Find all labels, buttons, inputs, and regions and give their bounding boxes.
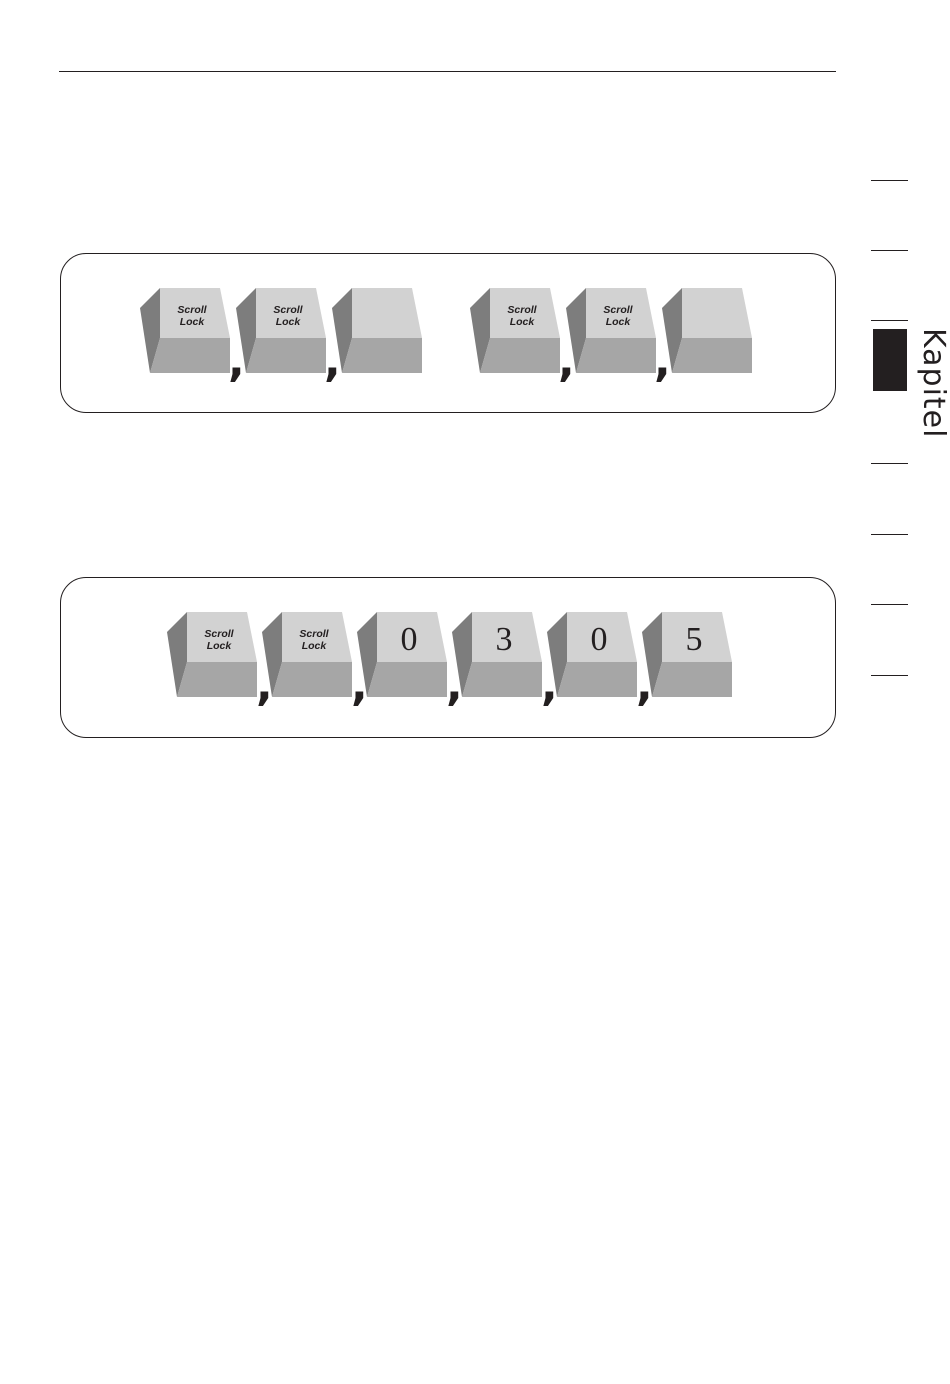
keycap-label-line: Lock: [302, 640, 328, 652]
keycap-digit-3: 3: [452, 612, 542, 697]
keycap-label-line: Scroll: [204, 628, 234, 640]
keycap-label-line: Scroll: [177, 304, 207, 316]
chapter-tab-line: [871, 675, 908, 676]
keycap-digit-0: 0: [357, 612, 447, 697]
keycap-digit: 3: [496, 621, 513, 658]
chapter-tab-line: [871, 250, 908, 251]
chapter-label-text: Kapitel: [916, 328, 950, 438]
keycap-label-line: Scroll: [299, 628, 329, 640]
active-chapter-marker: [873, 329, 907, 391]
chapter-tab-line: [871, 463, 908, 464]
keycap-blank: [662, 288, 752, 373]
keycap-blank: [332, 288, 422, 373]
top-rule: [59, 71, 836, 72]
chapter-tab-line: [871, 534, 908, 535]
keycap-digit-0: 0: [547, 612, 637, 697]
keycap-label-line: Lock: [207, 640, 233, 652]
key-sequence-1-graphic: ScrollLock,ScrollLock,ScrollLock,ScrollL…: [61, 254, 835, 412]
chapter-tab-line: [871, 320, 908, 321]
chapter-tab-line: [871, 180, 908, 181]
keycap-label-line: Lock: [276, 316, 302, 328]
keycap-digit: 0: [591, 621, 608, 658]
chapter-label: Kapitel: [916, 328, 950, 448]
keycap-label-line: Lock: [510, 316, 536, 328]
keycap-digit: 0: [401, 621, 418, 658]
chapter-tab-line: [871, 604, 908, 605]
keycap-label-line: Lock: [180, 316, 206, 328]
keycap-label-line: Scroll: [603, 304, 633, 316]
keycap-label-line: Scroll: [273, 304, 303, 316]
keycap-label-line: Lock: [606, 316, 632, 328]
keycap-digit: 5: [686, 621, 703, 658]
keycap-label-line: Scroll: [507, 304, 537, 316]
keycap-digit-5: 5: [642, 612, 732, 697]
